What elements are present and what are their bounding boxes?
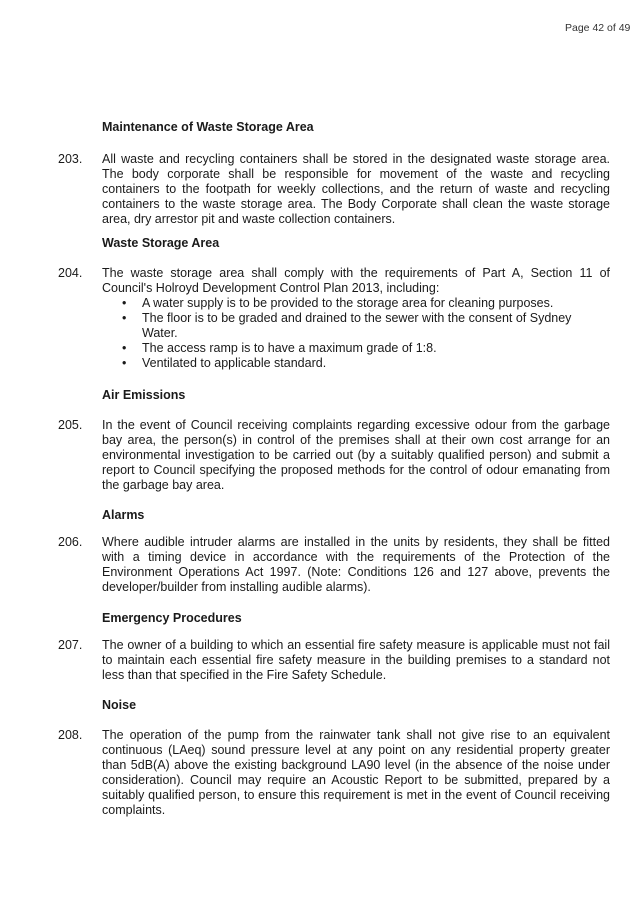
paragraph-line: less than that specified in the Fire Saf… [102,668,387,682]
condition-number: 204. [58,266,83,280]
condition-number: 207. [58,638,83,652]
paragraph-line: containers to the footpath for weekly co… [102,182,610,196]
bullet-text: The floor is to be graded and drained to… [142,311,572,325]
bullet-item: • Ventilated to applicable standard. [102,356,610,371]
bullet-text: A water supply is to be provided to the … [142,296,554,310]
condition-paragraph-alarms: Where audible intruder alarms are instal… [102,535,610,595]
paragraph-line: to maintain each essential fire safety m… [102,653,610,667]
paragraph-line: developer/builder from installing audibl… [102,580,371,594]
paragraph-line: continuous (LAeq) sound pressure level a… [102,743,610,757]
section-heading-waste-storage-area: Waste Storage Area [102,236,220,250]
paragraph-line: The body corporate shall be responsible … [102,167,610,181]
paragraph-line: The owner of a building to which an esse… [102,638,610,652]
bullet-text: Water. [142,326,178,340]
bullet-icon: • [122,341,127,355]
paragraph-line: suitably qualified person, to ensure thi… [102,788,610,802]
bullet-text: The access ramp is to have a maximum gra… [142,341,437,355]
paragraph-line: The operation of the pump from the rainw… [102,728,610,742]
paragraph-line: complaints. [102,803,166,817]
page-number: Page 42 of 49 [565,22,631,34]
bullet-text: Ventilated to applicable standard. [142,356,327,370]
condition-paragraph-emergency-procedures: The owner of a building to which an esse… [102,638,610,683]
paragraph-line: The waste storage area shall comply with… [102,266,610,280]
condition-paragraph-waste-storage-area: The waste storage area shall comply with… [102,266,610,371]
paragraph-line: bay area, the person(s) in control of th… [102,433,610,447]
paragraph-line: containers to the waste storage area. Th… [102,197,610,211]
paragraph-line: Environment Operations Act 1997. (Note: … [102,565,610,579]
section-heading-emergency-procedures: Emergency Procedures [102,611,242,625]
paragraph-line: Where audible intruder alarms are instal… [102,535,610,549]
condition-paragraph-noise: The operation of the pump from the rainw… [102,728,610,818]
section-heading-noise: Noise [102,698,137,712]
paragraph-line: environmental investigation to be carrie… [102,448,610,462]
condition-paragraph-air-emissions: In the event of Council receiving compla… [102,418,610,493]
condition-number: 208. [58,728,83,742]
paragraph-line: report to Council specifying the propose… [102,463,610,477]
bullet-item: • The floor is to be graded and drained t… [102,311,610,326]
paragraph-line: Council's Holroyd Development Control Pl… [102,281,440,295]
condition-number: 205. [58,418,83,432]
bullet-icon: • [122,311,127,325]
section-heading-air-emissions: Air Emissions [102,388,186,402]
section-heading-maintenance-waste-storage: Maintenance of Waste Storage Area [102,120,314,134]
bullet-icon: • [122,356,127,370]
paragraph-line: area, dry arrestor pit and waste collect… [102,212,396,226]
paragraph-line: In the event of Council receiving compla… [102,418,610,432]
condition-paragraph-maintenance-waste-storage: All waste and recycling containers shall… [102,152,610,227]
condition-number: 206. [58,535,83,549]
condition-number: 203. [58,152,83,166]
paragraph-line: the garbage bay area. [102,478,225,492]
section-heading-alarms: Alarms [102,508,145,522]
paragraph-line: with a timing device in accordance with … [102,550,610,564]
bullet-item: • The access ramp is to have a maximum gr… [102,341,610,356]
paragraph-line: All waste and recycling containers shall… [102,152,610,166]
bullet-item: Water. [102,326,610,341]
paragraph-line: consideration). Council may require an A… [102,773,610,787]
paragraph-line: than 5dB(A) above the existing backgroun… [102,758,610,772]
bullet-icon: • [122,296,127,310]
bullet-item: • A water supply is to be provided to the… [102,296,610,311]
